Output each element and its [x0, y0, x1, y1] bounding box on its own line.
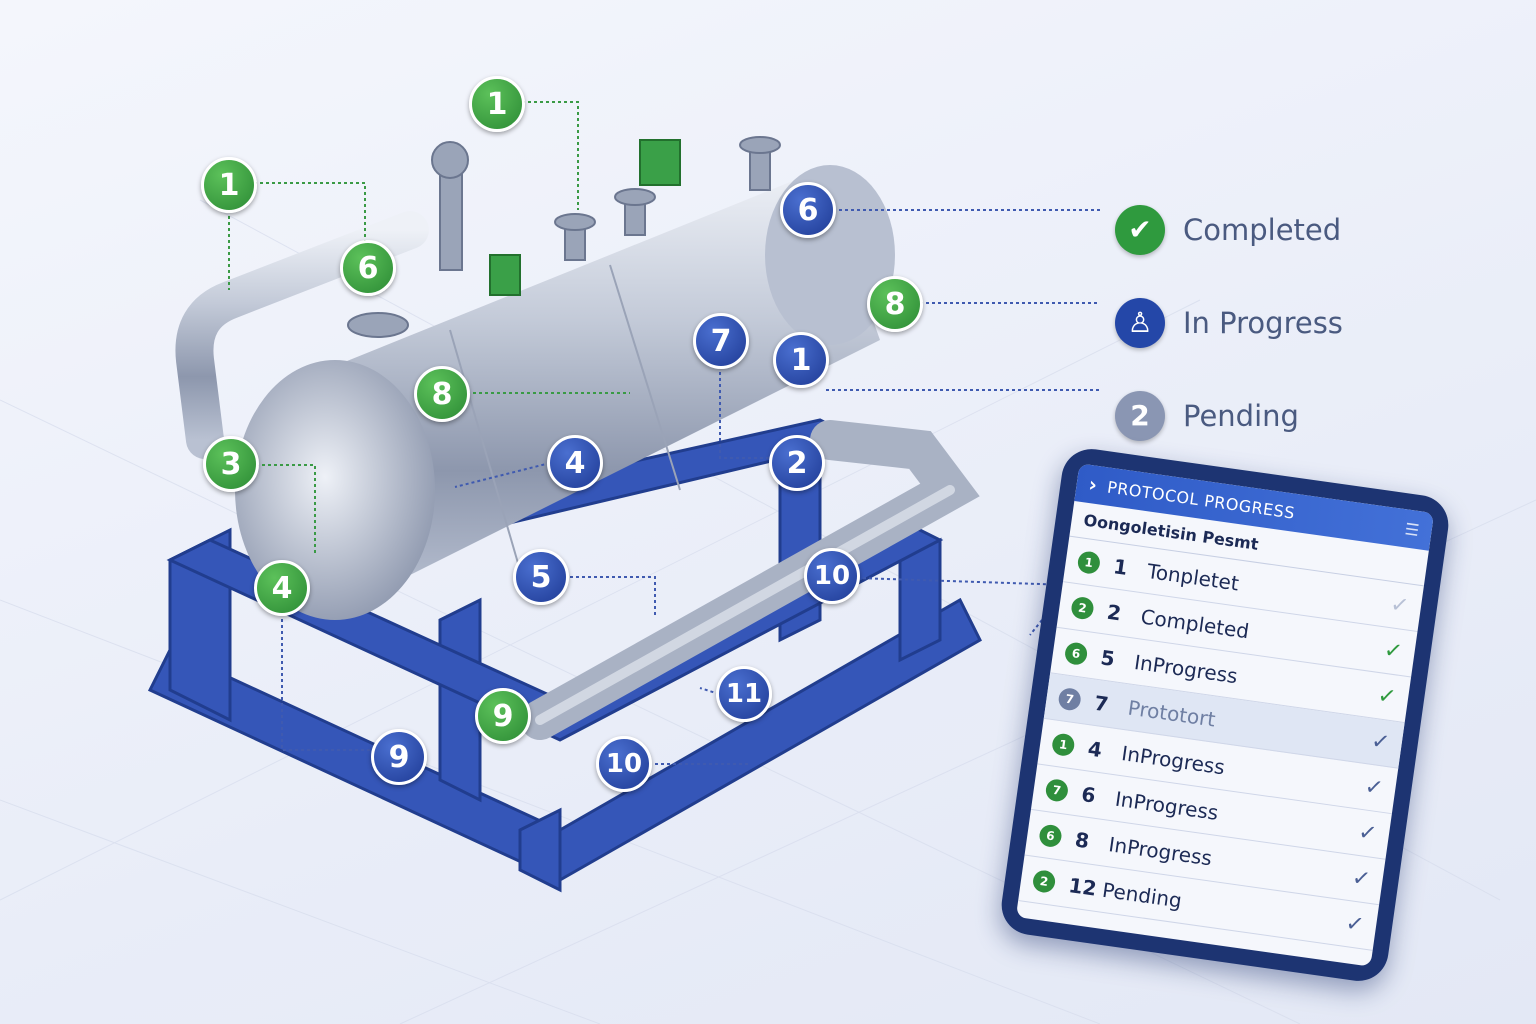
- callout-completed[interactable]: 8: [414, 366, 470, 422]
- step-badge: 2: [1070, 595, 1095, 621]
- callout-completed[interactable]: 3: [203, 436, 259, 492]
- person-icon: ♙: [1115, 297, 1165, 348]
- step-number: 1: [1112, 553, 1130, 580]
- step-number: 7: [1092, 690, 1110, 717]
- step-status: InProgress: [1120, 740, 1227, 779]
- callout-completed[interactable]: 1: [469, 76, 525, 132]
- callout-in-progress[interactable]: 10: [596, 736, 652, 792]
- step-badge: 1: [1050, 731, 1076, 757]
- callout-in-progress[interactable]: 1: [773, 332, 829, 388]
- callout-completed[interactable]: 8: [867, 276, 923, 332]
- legend-label: In Progress: [1183, 305, 1343, 340]
- check-icon: ✓: [1356, 819, 1379, 848]
- callout-in-progress[interactable]: 9: [371, 729, 427, 785]
- check-icon: ✓: [1363, 774, 1385, 802]
- menu-icon[interactable]: ☰: [1403, 518, 1421, 540]
- chevron-right-icon[interactable]: ›: [1087, 471, 1100, 497]
- callout-completed[interactable]: 4: [254, 560, 310, 616]
- step-badge: 2: [1031, 868, 1057, 894]
- step-status: Tonpletet: [1145, 558, 1241, 596]
- step-number: 2: [1105, 599, 1123, 625]
- status-legend: ✔ Completed ♙ In Progress 2 Pending: [1115, 183, 1343, 462]
- step-status: InProgress: [1107, 831, 1214, 870]
- legend-label: Completed: [1183, 212, 1342, 247]
- step-badge: 6: [1063, 640, 1089, 666]
- protocol-progress-screen: › PROTOCOL PROGRESS ☰ Oongoletisin Pesmt…: [1015, 463, 1435, 967]
- step-number: 6: [1080, 781, 1098, 808]
- legend-completed: ✔ Completed: [1115, 183, 1343, 276]
- step-number: 5: [1099, 644, 1117, 671]
- callout-in-progress[interactable]: 5: [513, 549, 569, 605]
- check-icon: ✓: [1344, 910, 1366, 939]
- check-icon: ✓: [1350, 865, 1373, 893]
- check-icon: ✓: [1369, 728, 1392, 757]
- step-badge: 7: [1044, 777, 1070, 803]
- step-status: InProgress: [1113, 786, 1220, 825]
- step-number: 12: [1067, 872, 1099, 901]
- legend-label: Pending: [1183, 398, 1299, 433]
- callout-in-progress[interactable]: 10: [804, 548, 860, 604]
- step-status: Prototort: [1126, 695, 1217, 732]
- check-icon: ✓: [1376, 683, 1398, 711]
- callout-in-progress[interactable]: 4: [547, 435, 603, 491]
- callout-completed[interactable]: 6: [340, 240, 396, 296]
- legend-pending: 2 Pending: [1115, 369, 1343, 462]
- callout-in-progress[interactable]: 2: [769, 435, 825, 491]
- pipe-loop: [175, 211, 980, 740]
- legend-in-progress: ♙ In Progress: [1115, 276, 1343, 369]
- step-badge: 1: [1076, 549, 1102, 575]
- callout-in-progress[interactable]: 7: [693, 313, 749, 369]
- callout-completed[interactable]: 9: [475, 688, 531, 744]
- nozzles: [347, 136, 781, 338]
- step-badge: 6: [1038, 822, 1063, 848]
- leader-lines: [228, 101, 1100, 765]
- check-icon: ✔: [1115, 204, 1165, 255]
- tablet-device: › PROTOCOL PROGRESS ☰ Oongoletisin Pesmt…: [997, 445, 1453, 985]
- callout-in-progress[interactable]: 6: [780, 182, 836, 238]
- step-status: Pending: [1100, 877, 1184, 913]
- pending-badge: 2: [1115, 390, 1165, 441]
- step-status: InProgress: [1132, 649, 1240, 688]
- step-status: Completed: [1139, 603, 1251, 643]
- step-number: 4: [1086, 735, 1104, 762]
- step-number: 8: [1073, 826, 1091, 853]
- check-icon: ✓: [1382, 637, 1405, 665]
- check-icon: ✓: [1388, 592, 1411, 620]
- callout-completed[interactable]: 1: [201, 157, 257, 213]
- progress-list: 1 1 Tonpletet ✓ 2 2 Completed ✓ 6 5 InProg…: [1018, 536, 1424, 951]
- step-badge: 7: [1057, 686, 1083, 712]
- callout-in-progress[interactable]: 11: [716, 666, 772, 722]
